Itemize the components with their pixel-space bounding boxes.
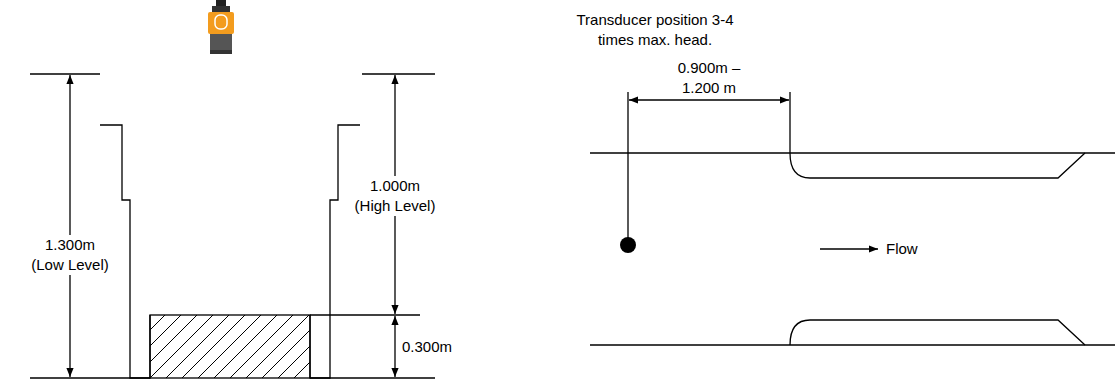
dimension-line xyxy=(69,75,70,377)
dimension-label: 0.300m xyxy=(400,337,462,357)
dimension-line xyxy=(394,316,395,377)
dimension-label: 0.900m – 1.200 m xyxy=(671,58,747,98)
flow-label: Flow xyxy=(884,239,930,259)
dimension-label: 1.300m (Low Level) xyxy=(27,235,113,275)
channel-wall xyxy=(590,152,1115,153)
dimension-label: 1.000m (High Level) xyxy=(351,176,439,216)
transducer-icon xyxy=(208,0,234,54)
flume-throat xyxy=(790,153,1085,178)
dimension-line xyxy=(629,99,789,100)
flow-arrow xyxy=(820,248,878,249)
hatched-block xyxy=(150,315,310,378)
flume-throat xyxy=(790,320,1085,345)
transducer-position-dot xyxy=(620,237,636,253)
note-label: Transducer position 3-4 times max. head. xyxy=(574,10,736,50)
channel-wall xyxy=(590,344,1115,345)
flume-wall xyxy=(310,125,360,378)
